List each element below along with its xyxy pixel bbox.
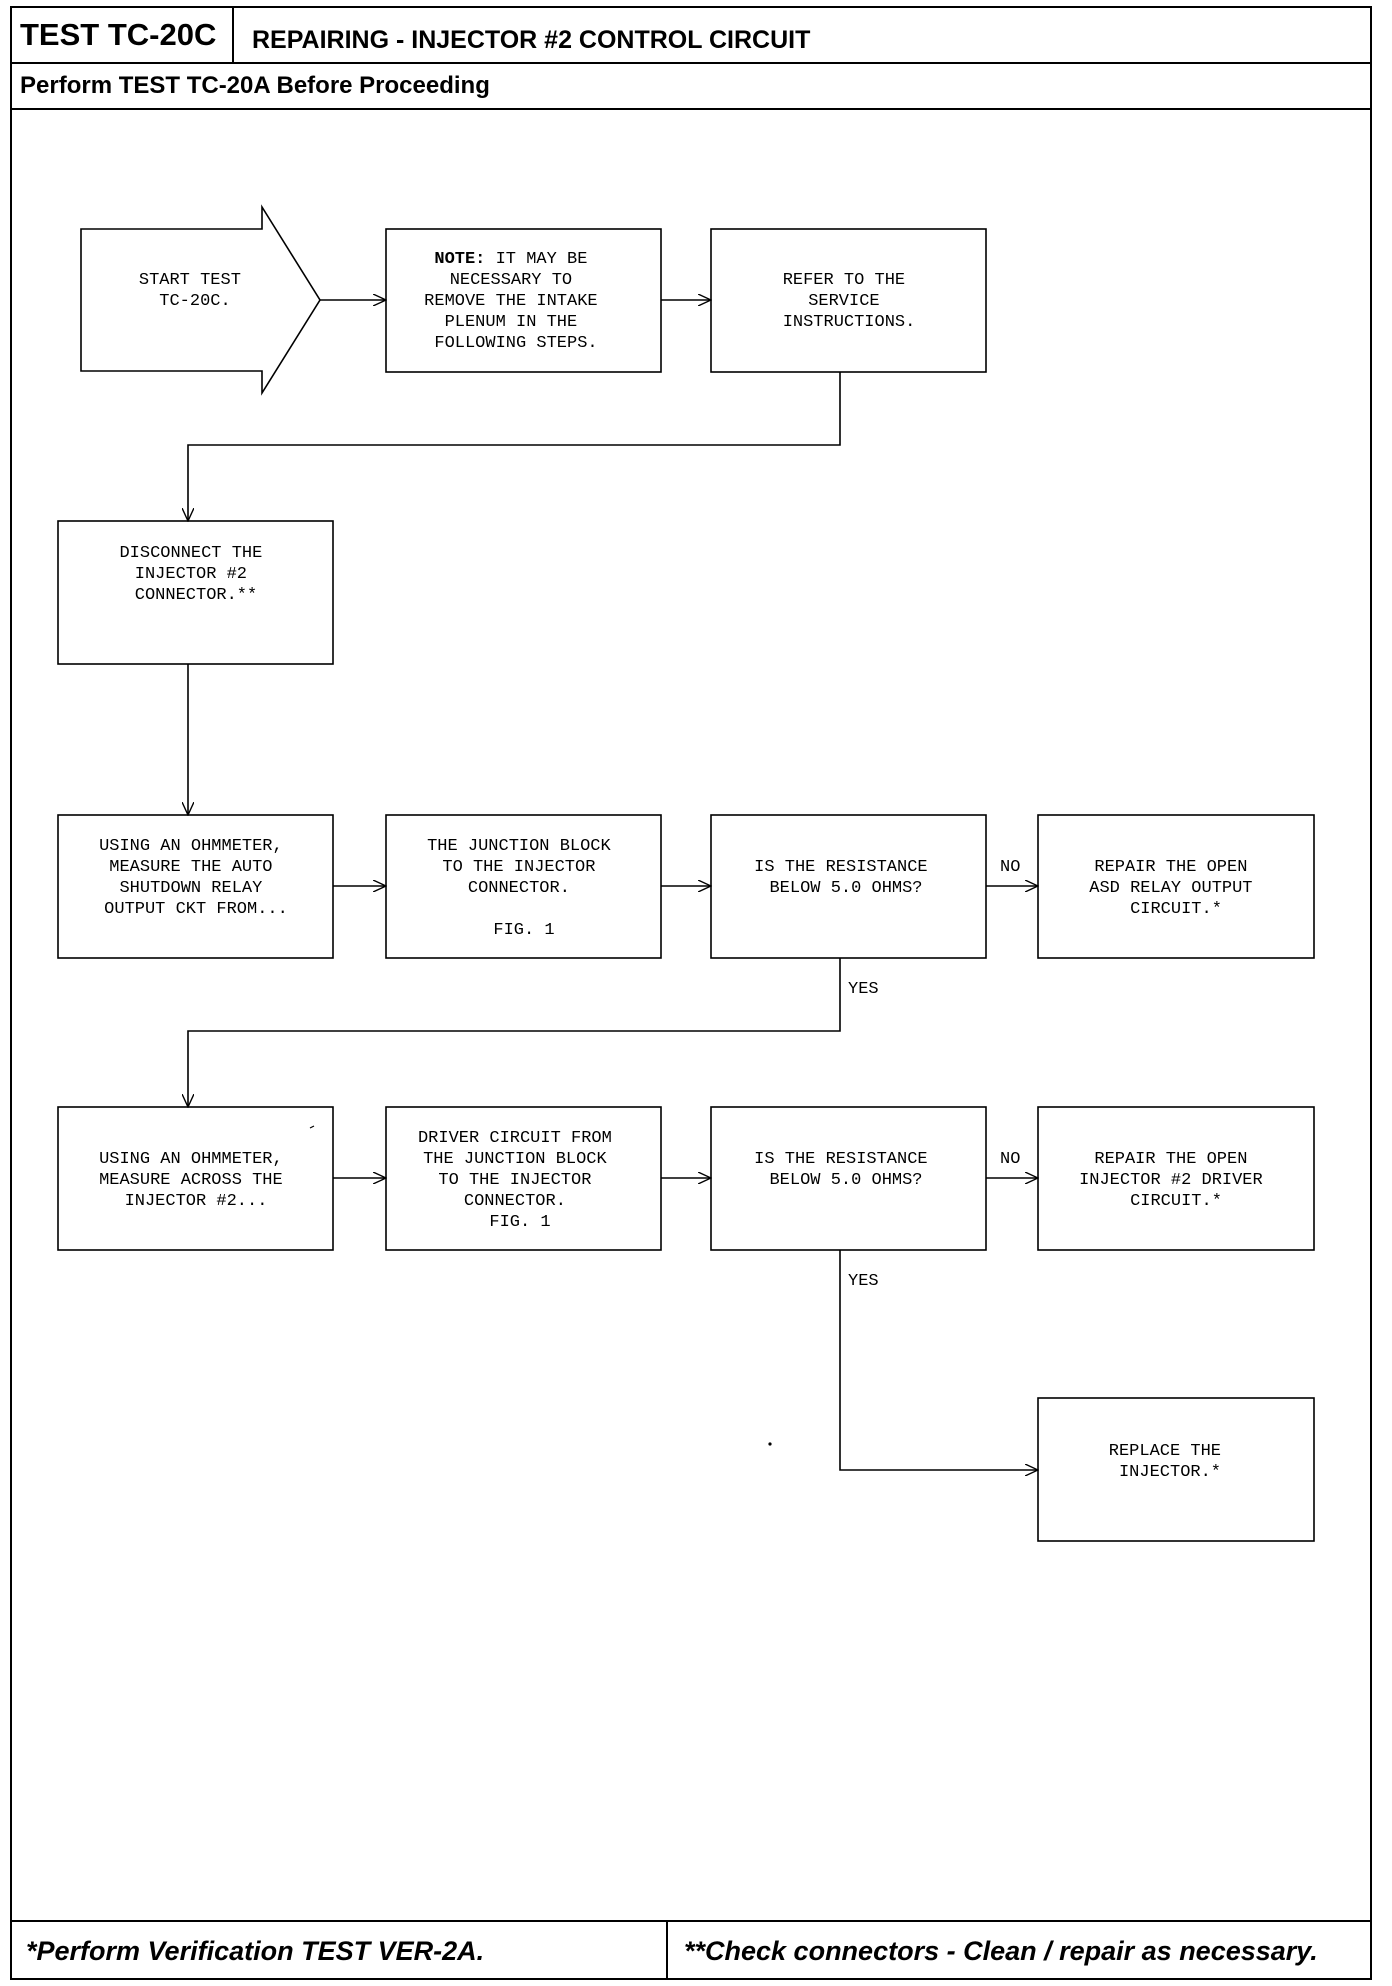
- start-node-shape: [80, 204, 321, 396]
- measure-injector-node-text: USING AN OHMMETER, MEASURE ACROSS THE IN…: [99, 1150, 293, 1211]
- repair-asd-node-text: REPAIR THE OPEN ASD RELAY OUTPUT CIRCUIT…: [1089, 858, 1262, 919]
- disconnect-node-text: DISCONNECT THE INJECTOR #2 CONNECTOR.**: [119, 544, 272, 605]
- prerequisite-note: Perform TEST TC-20A Before Proceeding: [12, 64, 1370, 110]
- no-label-2: NO: [1000, 1150, 1020, 1169]
- header-row: TEST TC-20C REPAIRING - INJECTOR #2 CONT…: [12, 8, 1370, 64]
- footer-connector-note: **Check connectors - Clean / repair as n…: [684, 1936, 1318, 1966]
- yes-label-2: YES: [848, 1272, 879, 1291]
- connector-question-2-yes: [839, 1250, 1038, 1470]
- start-node-text: START TEST TC-20C.: [139, 271, 251, 311]
- footer-verification-note: *Perform Verification TEST VER-2A.: [26, 1936, 485, 1966]
- junction-block-node-text: THE JUNCTION BLOCK TO THE INJECTOR CONNE…: [427, 837, 621, 940]
- refer-service-node-text: REFER TO THE SERVICE INSTRUCTIONS.: [783, 271, 916, 332]
- connector-refer-to-disconnect: [188, 372, 841, 521]
- footer-divider: [666, 1922, 668, 1978]
- test-id: TEST TC-20C: [12, 8, 234, 62]
- driver-circuit-node-text: DRIVER CIRCUIT FROM THE JUNCTION BLOCK T…: [418, 1129, 622, 1232]
- note-node-text: NOTE: IT MAY BE NECESSARY TO REMOVE THE …: [424, 250, 608, 353]
- speck: [768, 1442, 772, 1446]
- question-2-node-text: IS THE RESISTANCE BELOW 5.0 OHMS?: [754, 1150, 938, 1190]
- yes-label-1: YES: [848, 980, 879, 999]
- page-frame: TEST TC-20C REPAIRING - INJECTOR #2 CONT…: [10, 6, 1372, 1980]
- no-label-1: NO: [1000, 858, 1020, 877]
- replace-injector-node-text: REPLACE THE INJECTOR.*: [1109, 1442, 1231, 1482]
- test-title: REPAIRING - INJECTOR #2 CONTROL CIRCUIT: [252, 26, 811, 54]
- footer-row: *Perform Verification TEST VER-2A. **Che…: [12, 1920, 1370, 1978]
- speck: [309, 1125, 315, 1129]
- question-1-node-text: IS THE RESISTANCE BELOW 5.0 OHMS?: [754, 858, 938, 898]
- disconnect-node-shape: [57, 520, 334, 665]
- connector-question-1-yes: [188, 958, 841, 1107]
- repair-driver-node-text: REPAIR THE OPEN INJECTOR #2 DRIVER CIRCU…: [1079, 1150, 1273, 1211]
- measure-asd-node-text: USING AN OHMMETER, MEASURE THE AUTO SHUT…: [99, 837, 293, 919]
- note-label: NOTE:: [434, 250, 485, 269]
